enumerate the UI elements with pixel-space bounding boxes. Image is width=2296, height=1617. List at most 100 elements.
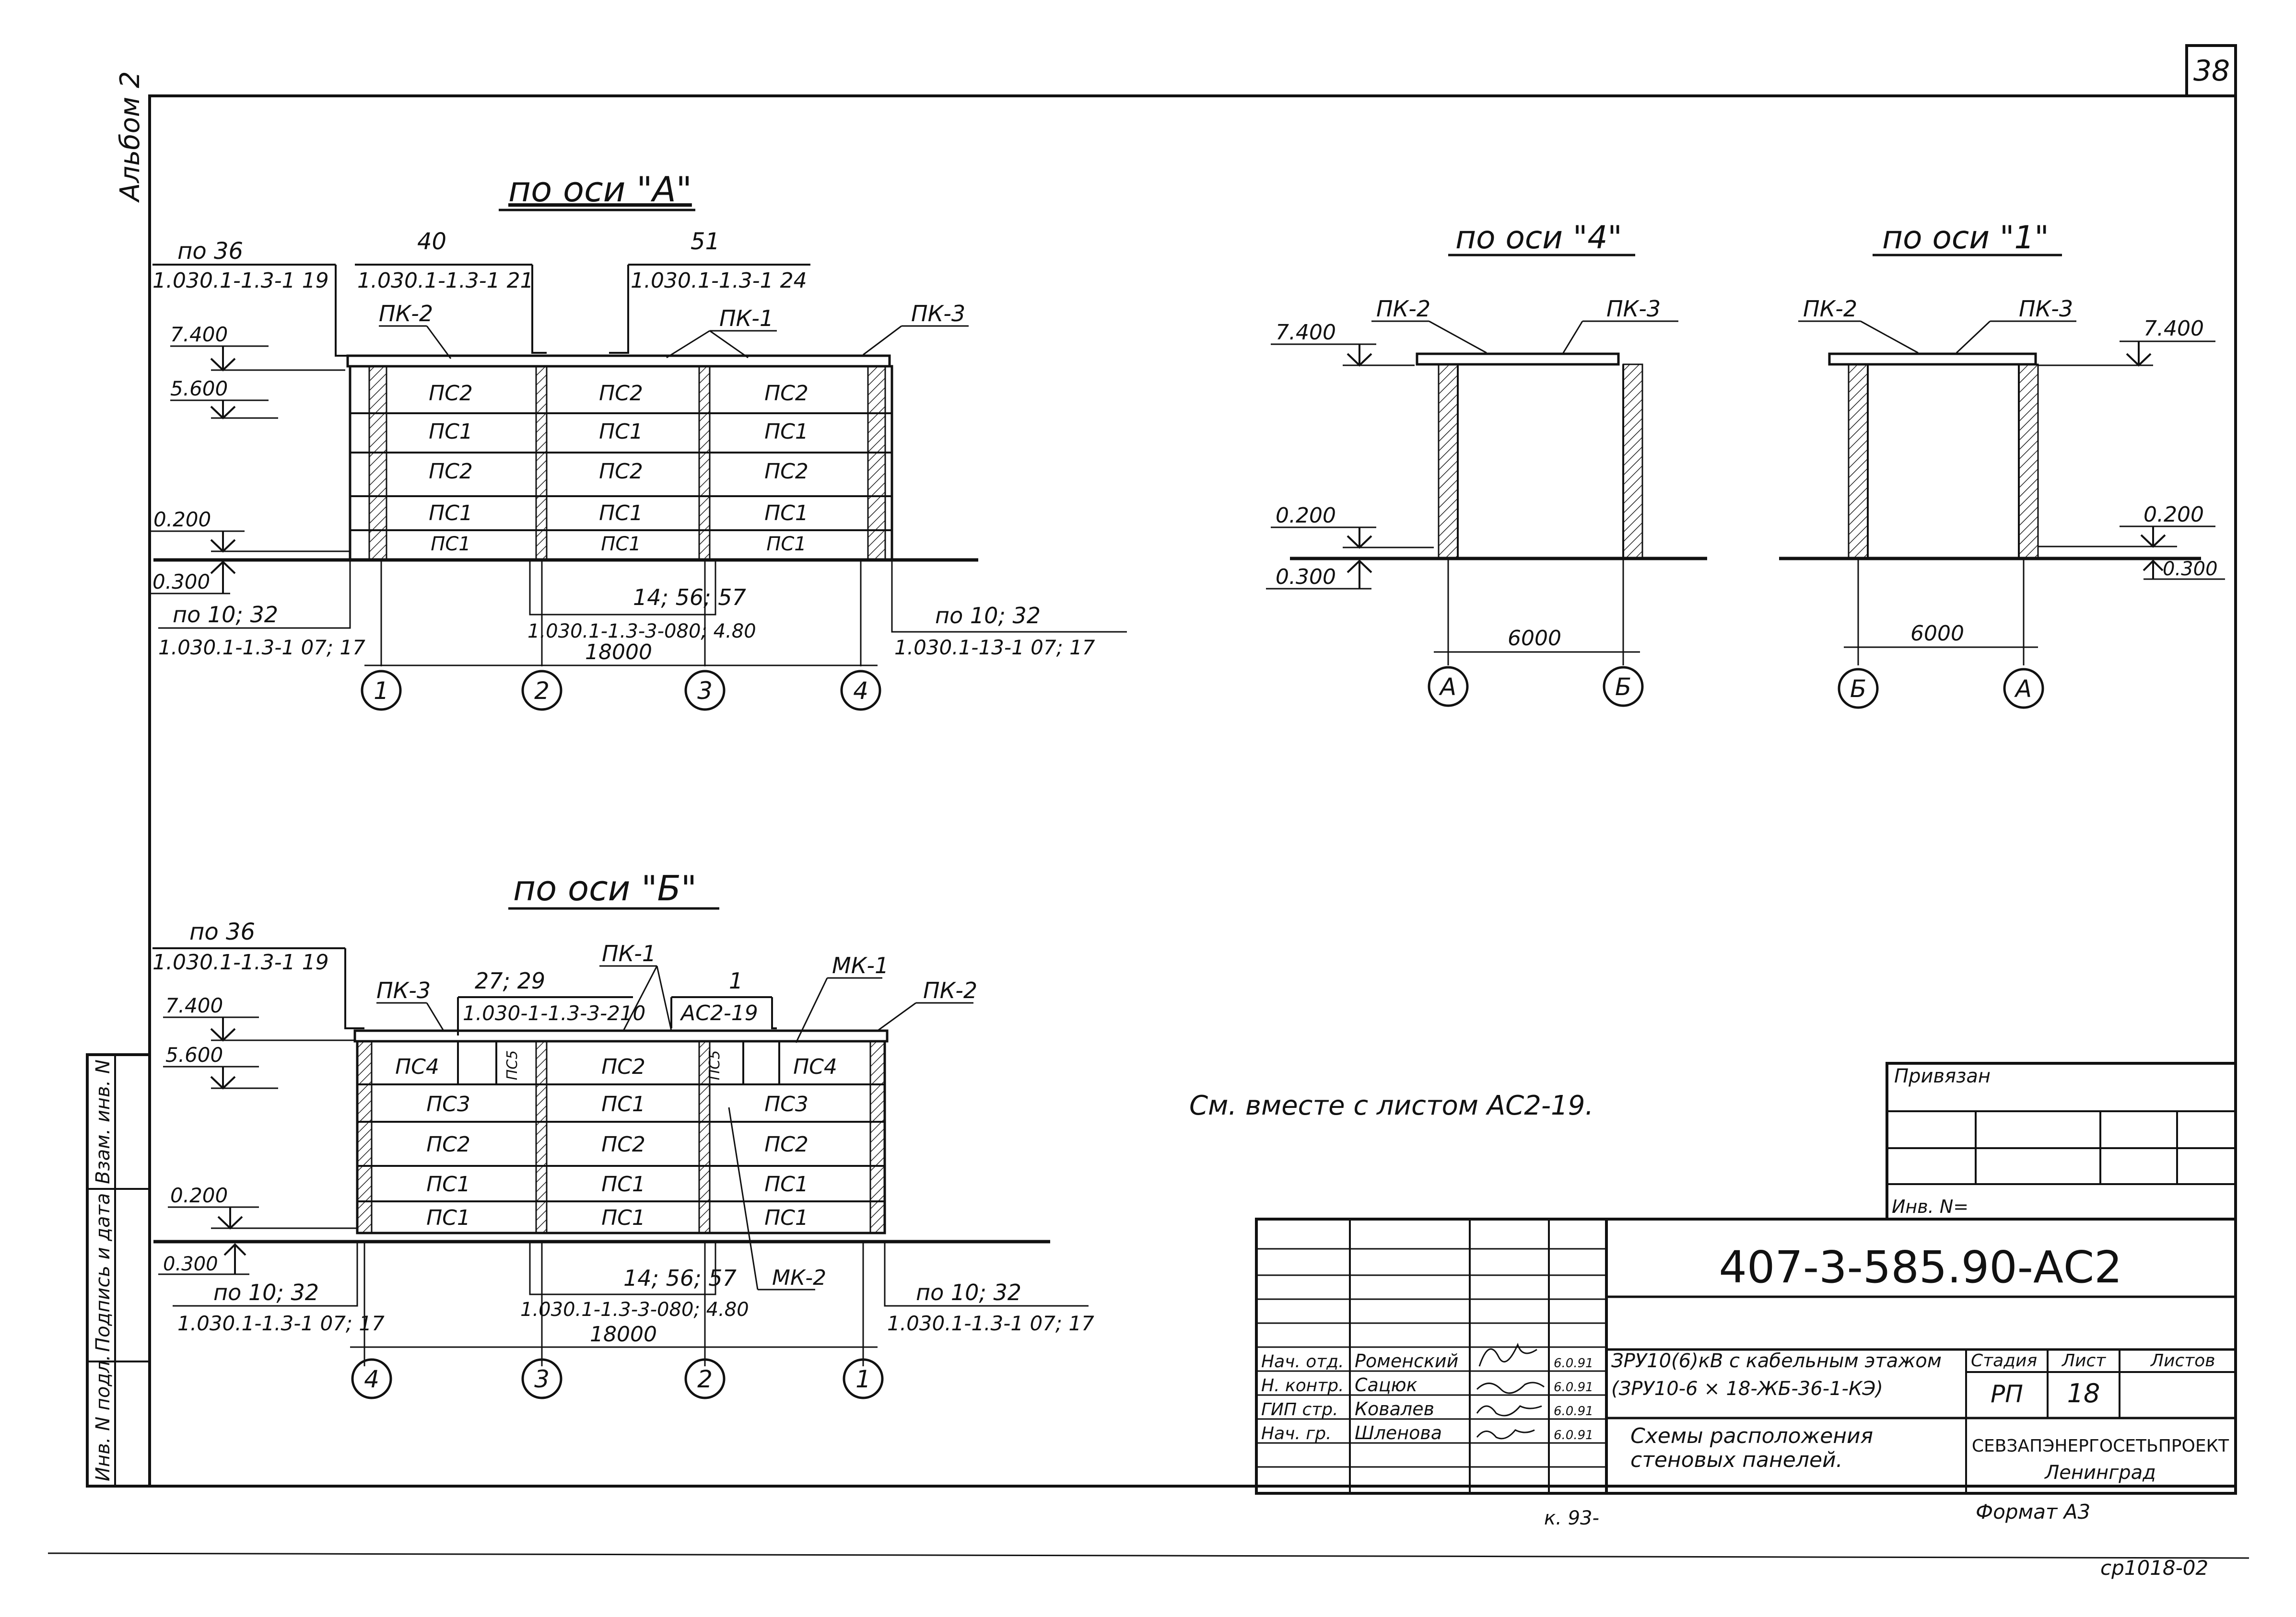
- axis-b-panel-r1c1: ПС4: [395, 1055, 439, 1079]
- axis-a-level-5600: 5.600: [170, 377, 228, 400]
- axis-a-panel-r1c1: ПС2: [429, 381, 473, 406]
- sheet-frame: [47, 44, 2249, 1559]
- project-line-1: ЗРУ10(6)кВ с кабельным этажом: [1611, 1350, 1942, 1372]
- view-axis-a: по оси "А" по 36 1.030.1-1.3-1 19 40 1.0…: [151, 169, 1127, 711]
- axis-a-panel-r1c3: ПС2: [764, 381, 808, 406]
- axis-b-dimension: 18000: [590, 1322, 657, 1347]
- axis-a-panel-r3c2: ПС2: [599, 459, 643, 484]
- axis-a-ref2-top: 40: [417, 228, 446, 255]
- axis-b-panel-r3c3: ПС2: [764, 1132, 808, 1157]
- axis-b-bubble-2: 2: [697, 1365, 713, 1393]
- axis-a-callout-pk2: ПК-2: [379, 301, 433, 326]
- axis-a-panel-r1c2: ПС2: [599, 381, 643, 406]
- axis-a-panel-r5c3: ПС1: [766, 533, 806, 555]
- axis-a-bref2-bottom: 1.030.1-1.3-3-080; 4.80: [527, 620, 756, 642]
- axis-b-panel-r4c2: ПС1: [601, 1172, 645, 1197]
- axis-a-ref3-bottom: 1.030.1-1.3-1 24: [631, 268, 807, 293]
- axis-b-panel-r3c2: ПС2: [601, 1132, 645, 1157]
- axis-b-panel-r5c1: ПС1: [426, 1206, 470, 1230]
- axis-a-panel-r4c3: ПС1: [764, 501, 808, 525]
- sheet-number: 38: [2193, 54, 2230, 88]
- axis-4-dimension: 6000: [1508, 626, 1561, 651]
- axis-a-panel-r2c1: ПС1: [429, 419, 473, 444]
- view-axis-a-title: по оси "А": [508, 169, 692, 209]
- axis-1-level-7400: 7.400: [2144, 316, 2204, 341]
- project-line-2: (ЗРУ10-6 × 18-ЖБ-36-1-КЭ): [1611, 1378, 1883, 1400]
- name-3: Ковалев: [1355, 1398, 1434, 1419]
- axis-b-level-0300: 0.300: [163, 1253, 218, 1275]
- axis-a-ref3-top: 51: [691, 228, 720, 255]
- axis-b-bubble-1: 1: [855, 1365, 871, 1393]
- axis-b-ref3-bottom: АС2-19: [679, 1001, 758, 1025]
- view-axis-1-title: по оси "1": [1882, 219, 2049, 256]
- bottom-mark: к. 93-: [1544, 1507, 1599, 1529]
- axis-1-callout-pk2: ПК-2: [1803, 296, 1857, 322]
- role-3: ГИП стр.: [1261, 1400, 1338, 1419]
- side-stamp-signature-date: Подпись и дата: [92, 1193, 114, 1352]
- axis-a-dimension: 18000: [585, 640, 652, 664]
- stage-value: РП: [1991, 1380, 2023, 1408]
- axis-b-panel-r5c3: ПС1: [764, 1206, 808, 1230]
- axis-b-ref1-bottom: 1.030.1-1.3-1 19: [152, 950, 329, 975]
- axis-a-bubble-1: 1: [374, 677, 389, 705]
- axis-1-dimension: 6000: [1910, 621, 1964, 646]
- signatures: [1476, 1342, 1545, 1440]
- axis-b-level-5600: 5.600: [165, 1043, 223, 1067]
- axis-b-bref3-bottom: 1.030.1-1.3-1 07; 17: [887, 1312, 1094, 1335]
- axis-b-bubble-4: 4: [364, 1365, 379, 1393]
- axis-a-panel-r2c2: ПС1: [599, 419, 643, 444]
- organization-name: СЕВЗАПЭНЕРГОСЕТЬПРОЕКТ: [1972, 1436, 2229, 1456]
- axis-a-bubble-2: 2: [534, 677, 550, 705]
- axis-b-bref1-top: по 10; 32: [213, 1280, 319, 1305]
- axis-b-ref3-top: 1: [729, 968, 743, 994]
- axis-4-level-0300: 0.300: [1276, 565, 1336, 589]
- axis-1-callout-pk3: ПК-3: [2019, 296, 2073, 322]
- archive-code: ср1018-02: [2100, 1556, 2208, 1580]
- axis-b-panel-r1c2: ПС5: [504, 1050, 521, 1081]
- axis-1-bubble-a: А: [2014, 675, 2032, 703]
- sheet-title-line-2: стеновых панелей.: [1630, 1448, 1843, 1472]
- axis-4-callout-pk3: ПК-3: [1606, 296, 1661, 322]
- axis-4-bubble-a: А: [1439, 673, 1456, 701]
- axis-a-bref2-top: 14; 56; 57: [633, 584, 746, 610]
- axis-b-panel-r1c5: ПС4: [793, 1055, 837, 1079]
- axis-a-panel-r3c3: ПС2: [764, 459, 808, 484]
- axis-a-callout-pk1: ПК-1: [719, 305, 773, 331]
- axis-b-panel-r4c3: ПС1: [764, 1172, 808, 1197]
- axis-b-bref1-bottom: 1.030.1-1.3-1 07; 17: [177, 1312, 385, 1335]
- sheet-no-value: 18: [2067, 1378, 2100, 1408]
- organization-city: Ленинград: [2044, 1462, 2156, 1484]
- date-2: 6.0.91: [1554, 1380, 1593, 1395]
- binding-label: Привязан: [1894, 1065, 1991, 1087]
- axis-b-ref2-top: 27; 29: [475, 968, 545, 994]
- role-4: Нач. гр.: [1261, 1424, 1332, 1443]
- axis-1-level-0200: 0.200: [2144, 502, 2204, 527]
- axis-4-callout-pk2: ПК-2: [1376, 296, 1430, 322]
- axis-b-panel-r4c1: ПС1: [426, 1172, 470, 1197]
- axis-b-panel-r1c4: ПС5: [706, 1050, 723, 1081]
- cross-reference-note: См. вместе с листом АС2-19.: [1189, 1090, 1593, 1121]
- axis-b-bubble-3: 3: [534, 1365, 550, 1393]
- view-axis-b: по оси "Б" по 36 1.030.1-1.3-1 19 27; 29…: [152, 868, 1094, 1399]
- axis-4-level-7400: 7.400: [1276, 320, 1336, 345]
- axis-a-panel-r5c2: ПС1: [601, 533, 641, 555]
- axis-b-panel-r2c2: ПС1: [601, 1092, 645, 1117]
- axis-4-level-0200: 0.200: [1276, 503, 1336, 528]
- axis-b-bref2-bottom: 1.030.1-1.3-3-080; 4.80: [520, 1299, 749, 1321]
- axis-b-panel-r1c3: ПС2: [601, 1055, 645, 1079]
- axis-4-bubble-b: Б: [1615, 673, 1631, 701]
- axis-b-panel-r3c1: ПС2: [426, 1132, 470, 1157]
- role-2: Н. контр.: [1261, 1376, 1344, 1396]
- axis-b-bref2-top: 14; 56; 57: [623, 1265, 737, 1291]
- axis-b-level-7400: 7.400: [165, 994, 223, 1017]
- album-label: Альбом 2: [115, 71, 146, 203]
- date-3: 6.0.91: [1554, 1404, 1593, 1419]
- axis-b-level-0200: 0.200: [170, 1184, 228, 1207]
- axis-b-callout-pk1: ПК-1: [602, 941, 656, 966]
- axis-b-callout-mk2: МК-2: [772, 1266, 826, 1290]
- side-stamp: [86, 1053, 151, 1488]
- axis-a-bref3-bottom: 1.030.1-13-1 07; 17: [894, 636, 1095, 659]
- axis-b-callout-pk2: ПК-2: [923, 977, 977, 1003]
- sheets-label: Листов: [2150, 1351, 2215, 1371]
